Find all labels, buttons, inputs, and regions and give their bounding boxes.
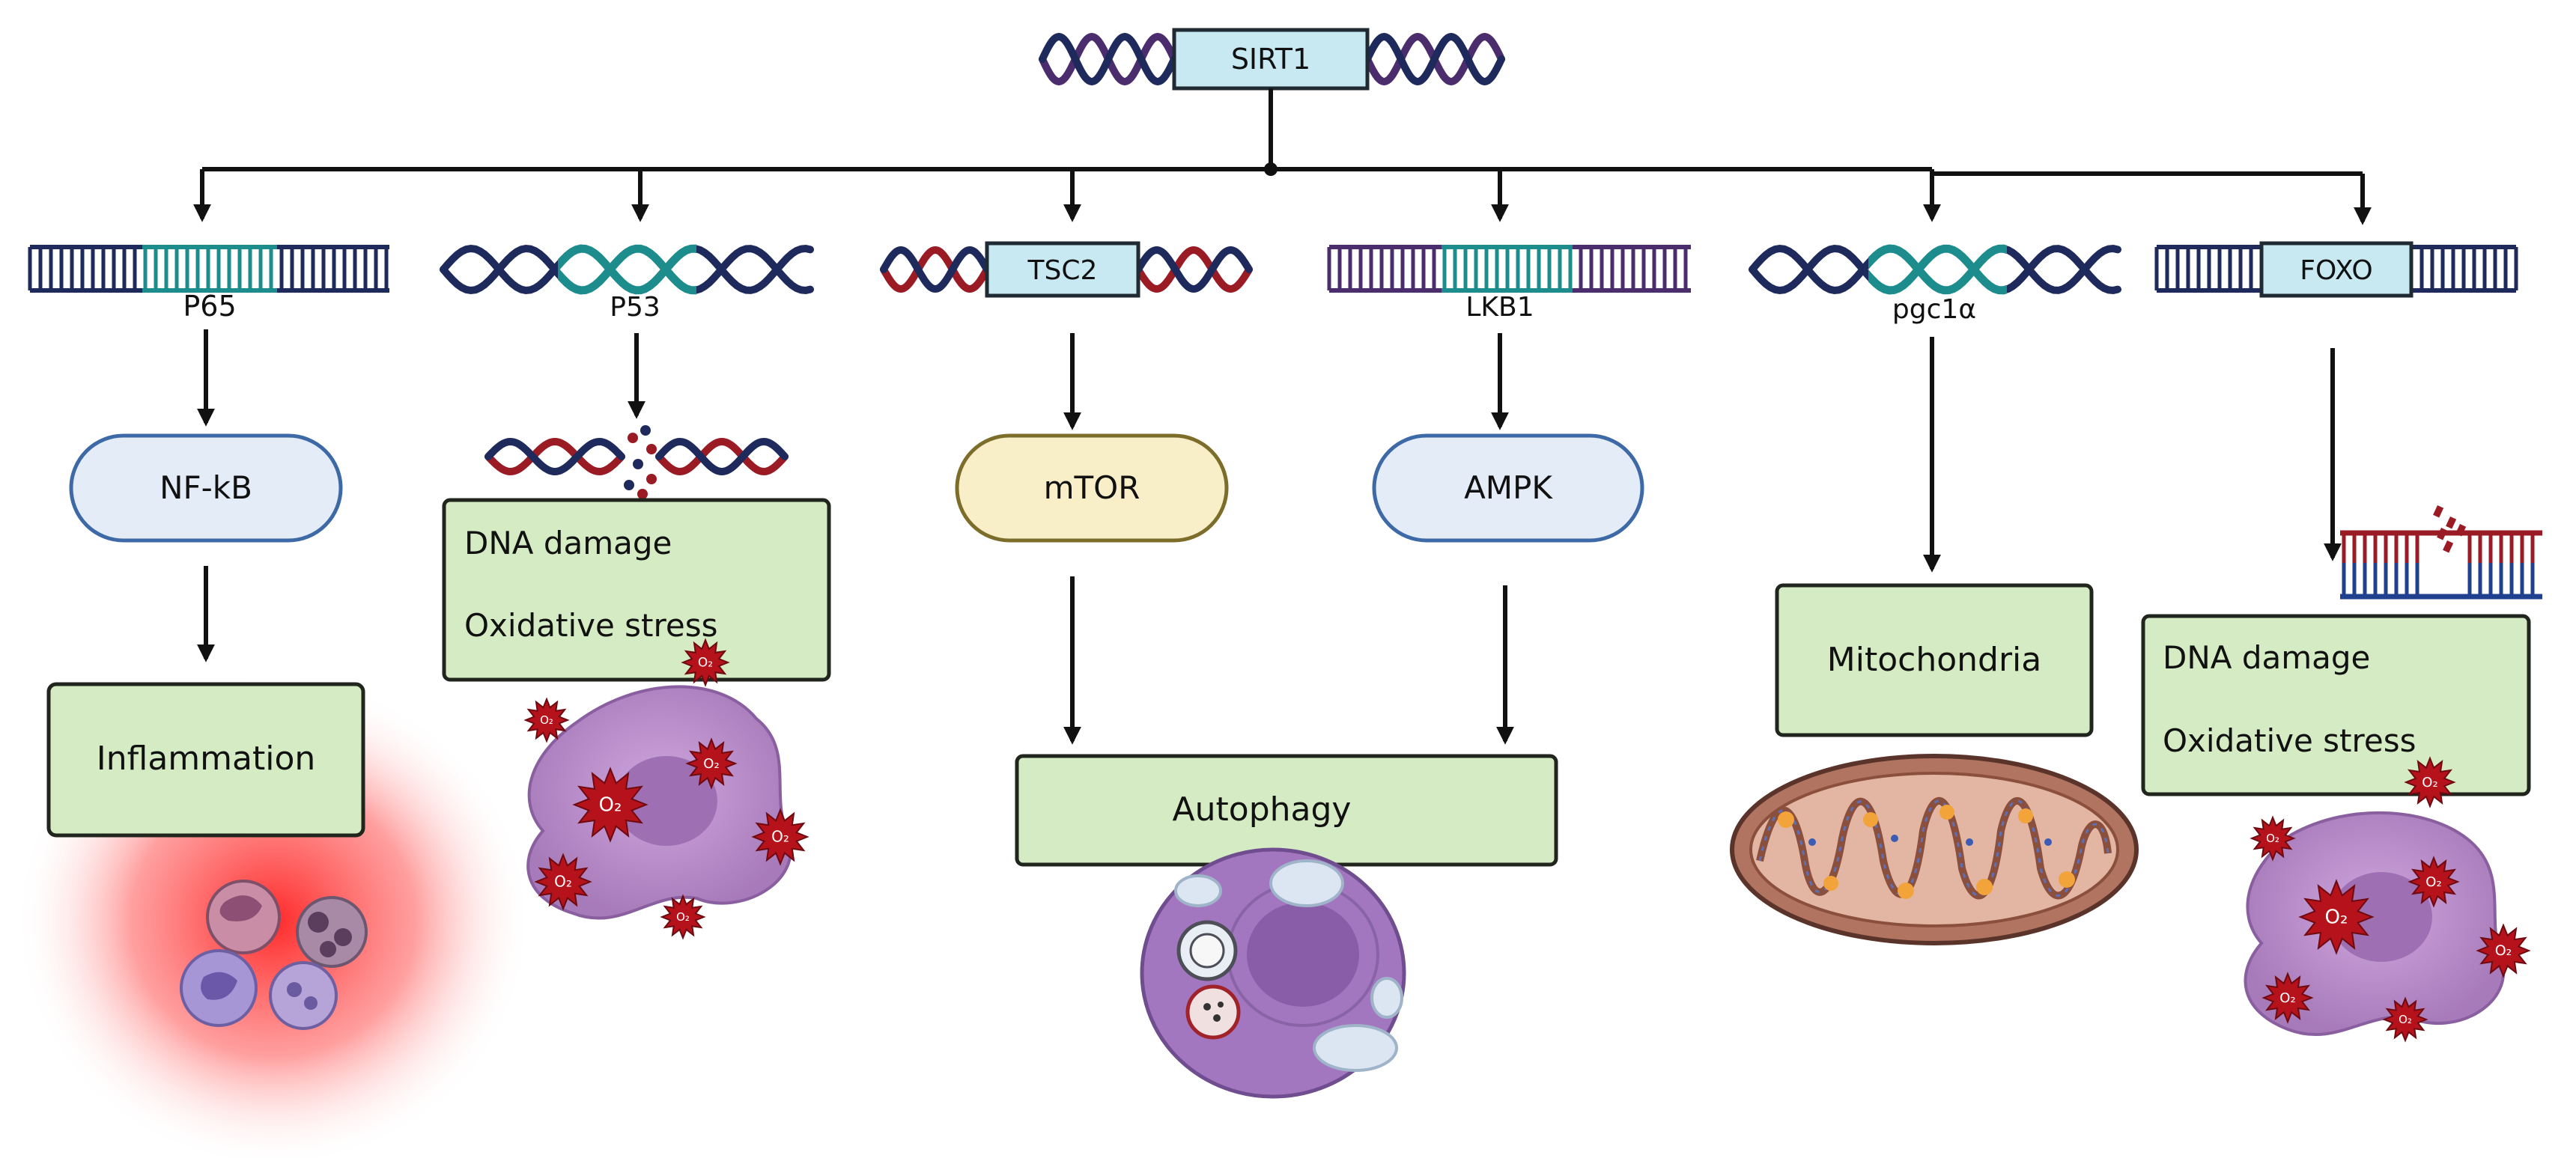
sirt1-dna-helix bbox=[1039, 32, 1505, 86]
foxo-stress-box bbox=[2141, 614, 2531, 796]
foxo-damaged-dna-icon bbox=[2340, 505, 2542, 600]
inflammation-label: Inflammation bbox=[97, 740, 316, 778]
svg-text:O₂: O₂ bbox=[2266, 832, 2279, 845]
ros-icon: O₂ bbox=[523, 697, 570, 743]
p53-stress-line1: DNA damage bbox=[464, 525, 672, 561]
autophagy-label: Autophagy bbox=[1173, 790, 1352, 829]
svg-text:O₂: O₂ bbox=[2279, 990, 2295, 1006]
mitochondria-box bbox=[1775, 583, 2094, 737]
tsc2-dna-helix bbox=[880, 246, 1253, 293]
lkb1-label: LKB1 bbox=[1465, 292, 1534, 323]
svg-text:O₂: O₂ bbox=[2495, 942, 2512, 959]
mitochondrion-icon bbox=[1730, 754, 2139, 945]
pgc1a-label: pgc1α bbox=[1892, 294, 1976, 325]
connector-tree bbox=[193, 88, 2372, 225]
immune-cells-icon bbox=[180, 880, 368, 1030]
ros-icon: O₂ bbox=[660, 894, 706, 940]
svg-text:O₂: O₂ bbox=[2422, 775, 2437, 790]
p53-stress-box bbox=[442, 498, 831, 682]
p53-label: P53 bbox=[610, 292, 660, 323]
ros-icon: O₂ bbox=[534, 853, 592, 911]
pgc1a-dna-helix bbox=[1749, 244, 2121, 295]
svg-text:O₂: O₂ bbox=[540, 713, 553, 727]
foxo-stress-line2: Oxidative stress bbox=[2163, 722, 2416, 759]
svg-text:O₂: O₂ bbox=[599, 794, 622, 817]
ros-icon: O₂ bbox=[751, 808, 809, 866]
ros-icon: O₂ bbox=[681, 638, 730, 687]
foxo-stress-line1: DNA damage bbox=[2163, 639, 2370, 676]
ros-icon: O₂ bbox=[2261, 972, 2314, 1024]
ros-icon: O₂ bbox=[2404, 756, 2456, 808]
p53-stressed-cell-icon bbox=[526, 685, 792, 920]
ampk-label: AMPK bbox=[1464, 469, 1553, 506]
autophagy-cell-icon bbox=[1140, 847, 1406, 1099]
ros-icon: O₂ bbox=[2298, 879, 2375, 955]
p53-dna-helix bbox=[440, 244, 814, 295]
svg-text:O₂: O₂ bbox=[554, 872, 572, 890]
svg-text:O₂: O₂ bbox=[2399, 1013, 2412, 1026]
ros-icon: O₂ bbox=[2476, 923, 2531, 978]
ros-icon: O₂ bbox=[2408, 856, 2460, 908]
p53-damaged-dna-icon bbox=[484, 425, 789, 499]
svg-text:O₂: O₂ bbox=[2425, 874, 2441, 890]
ros-icon: O₂ bbox=[685, 737, 738, 790]
sirt1-label: SIRT1 bbox=[1231, 43, 1310, 76]
inflammation-box bbox=[46, 682, 365, 838]
sirt1-tag bbox=[1172, 28, 1370, 91]
ros-icon: O₂ bbox=[2250, 815, 2296, 862]
ampk-node bbox=[1372, 433, 1644, 543]
svg-text:O₂: O₂ bbox=[698, 655, 713, 670]
svg-text:O₂: O₂ bbox=[703, 756, 719, 772]
svg-text:O₂: O₂ bbox=[2325, 906, 2348, 929]
mitochondria-label: Mitochondria bbox=[1827, 641, 2041, 679]
nfkb-node bbox=[69, 433, 343, 543]
mtor-label: mTOR bbox=[1044, 469, 1140, 506]
p53-stress-line2: Oxidative stress bbox=[464, 607, 717, 644]
svg-text:O₂: O₂ bbox=[676, 910, 690, 924]
ros-icon: O₂ bbox=[2382, 996, 2428, 1043]
p65-label: P65 bbox=[183, 290, 236, 323]
ros-icon: O₂ bbox=[572, 767, 648, 843]
foxo-tag bbox=[2259, 241, 2414, 298]
tsc2-tag bbox=[985, 241, 1140, 298]
nfkb-label: NF-kB bbox=[160, 469, 252, 506]
foxo-label: FOXO bbox=[2300, 255, 2372, 286]
lkb1-dna-ladder bbox=[1327, 245, 1691, 293]
svg-text:O₂: O₂ bbox=[771, 827, 789, 845]
mtor-node bbox=[955, 433, 1229, 543]
tsc2-label: TSC2 bbox=[1027, 255, 1098, 286]
p65-dna-ladder bbox=[28, 245, 389, 293]
